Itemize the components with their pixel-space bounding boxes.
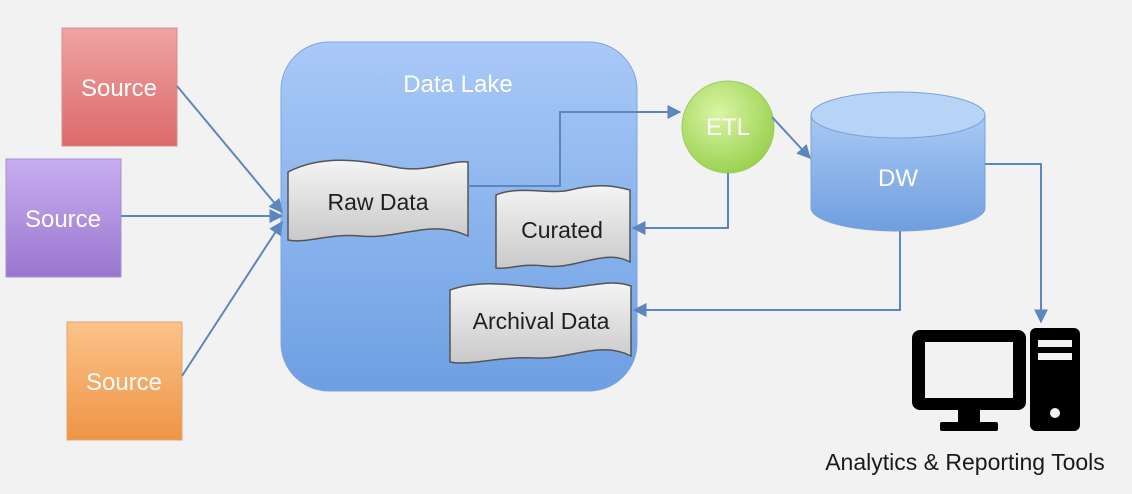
raw-data-doc: Raw Data — [287, 159, 469, 242]
source-box-1: Source — [61, 27, 178, 147]
curated-doc: Curated — [495, 185, 631, 270]
archival-data-doc: Archival Data — [449, 282, 632, 364]
data-lake-label: Data Lake — [403, 71, 512, 98]
arrow-raw-to-etl — [468, 105, 682, 187]
dw-cylinder: DW — [810, 91, 986, 232]
source-box-2: Source — [5, 158, 122, 278]
raw-data-label: Raw Data — [328, 189, 429, 215]
process-arrows — [468, 105, 1048, 324]
source-label-1: Source — [81, 75, 157, 102]
tools-caption: Analytics & Reporting Tools — [825, 449, 1105, 475]
computer-icon — [912, 328, 1080, 431]
arrow-etl-to-dw — [771, 116, 811, 160]
source-label-3: Source — [86, 369, 162, 396]
arrow-dw-to-archival — [632, 231, 901, 317]
arrow-source1-lake — [176, 85, 283, 214]
arrow-source3-lake — [181, 220, 283, 377]
source-arrows — [121, 85, 284, 377]
source-box-3: Source — [66, 321, 183, 441]
curated-label: Curated — [521, 217, 603, 243]
arrow-dw-to-tools — [985, 163, 1048, 324]
etl-node: ETL — [681, 80, 775, 174]
arrow-etl-to-curated — [631, 173, 729, 235]
etl-label: ETL — [706, 114, 750, 141]
dw-label: DW — [878, 165, 918, 192]
source-label-2: Source — [25, 206, 101, 233]
archival-data-label: Archival Data — [473, 308, 610, 334]
